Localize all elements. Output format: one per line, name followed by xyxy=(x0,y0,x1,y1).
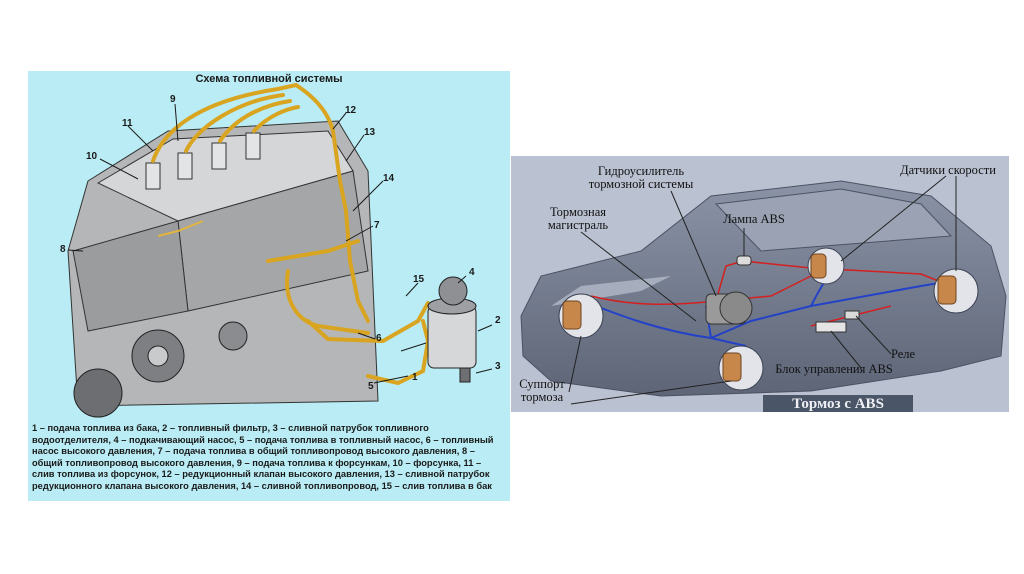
callout-3: 3 xyxy=(495,361,501,372)
callout-5: 5 xyxy=(368,381,374,392)
label-brake-line-line2: магистраль xyxy=(547,218,609,232)
label-speed-sensors: Датчики скорости xyxy=(900,163,996,177)
label-brake-caliper: Суппорт тормоза xyxy=(511,378,573,404)
callout-4: 4 xyxy=(469,267,475,278)
label-abs-lamp: Лампа ABS xyxy=(723,212,785,226)
fuel-diagram-title: Схема топливной системы xyxy=(195,73,343,85)
label-brake-line: Тормозная магистраль xyxy=(533,206,623,232)
label-abs-control-unit: Блок управления ABS xyxy=(775,362,893,376)
label-brake-booster-line1: Гидроусилитель xyxy=(597,164,685,178)
callout-9: 9 xyxy=(170,94,176,105)
callout-15: 15 xyxy=(413,274,425,285)
label-brake-caliper-line1: Суппорт xyxy=(519,377,565,391)
label-brake-caliper-line2: тормоза xyxy=(520,390,564,404)
callout-7: 7 xyxy=(374,220,380,231)
callout-1: 1 xyxy=(412,372,418,383)
engine-illustration xyxy=(67,82,493,418)
callout-6: 6 xyxy=(376,333,382,344)
callout-11: 11 xyxy=(122,118,133,129)
abs-banner: Тормоз с ABS xyxy=(763,395,913,412)
fuel-diagram-legend: 1 – подача топлива из бака, 2 – топливны… xyxy=(32,423,494,491)
callout-13: 13 xyxy=(364,127,376,138)
callout-12: 12 xyxy=(345,105,357,116)
callout-10: 10 xyxy=(86,151,98,162)
label-brake-booster-line2: тормозной системы xyxy=(588,177,694,191)
label-relay: Реле xyxy=(890,347,916,361)
callout-14: 14 xyxy=(383,173,395,184)
callout-8: 8 xyxy=(60,244,66,255)
abs-brake-diagram: Гидроусилитель тормозной системы Датчики… xyxy=(511,156,1009,412)
label-brake-booster: Гидроусилитель тормозной системы xyxy=(571,165,711,191)
car-illustration xyxy=(511,156,1009,412)
callout-2: 2 xyxy=(495,315,501,326)
fuel-system-diagram: Схема топливной системы 1 2 3 4 5 6 7 8 … xyxy=(28,71,510,501)
label-brake-line-line1: Тормозная xyxy=(549,205,607,219)
